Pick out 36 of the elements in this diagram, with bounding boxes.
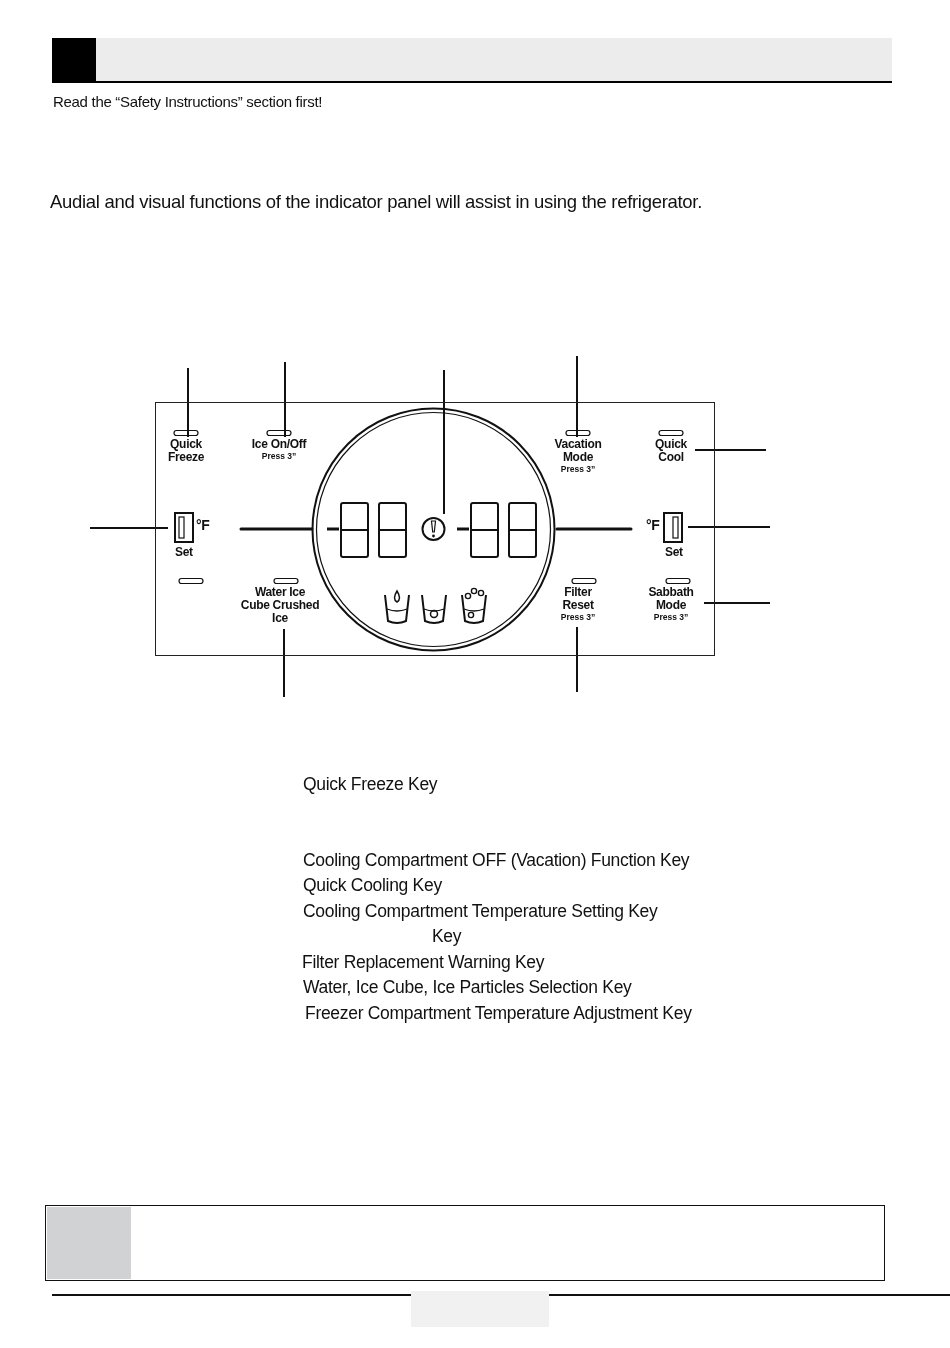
key-label: Ice On/Off	[251, 438, 307, 451]
note-text: Read the “Safety Instructions” section first!	[53, 93, 323, 110]
unit-label: °F	[196, 519, 210, 532]
control-panel	[155, 402, 715, 656]
leader-line	[89, 527, 169, 529]
key-description: Water, Ice Cube, Ice Particles Selection Key	[303, 977, 632, 998]
leader-line	[283, 628, 285, 698]
key-description: Cooling Compartment Temperature Setting Key	[303, 901, 658, 922]
key-description: Freezer Compartment Temperature Adjustment Key	[305, 1003, 692, 1024]
key-label: Vacation Mode	[553, 438, 603, 464]
hold-hint: Press 3”	[261, 451, 297, 462]
key-label: Sabbath Mode	[647, 586, 695, 612]
leader-line	[187, 367, 189, 438]
key-label: Quick Cool	[654, 438, 688, 464]
leader-line	[703, 602, 771, 604]
key-description: Cooling Compartment OFF (Vacation) Function Key	[303, 850, 690, 871]
leader-line	[576, 355, 578, 438]
key-label: Set	[665, 546, 683, 559]
key-label: Quick Freeze	[166, 438, 206, 464]
leader-line	[694, 449, 767, 451]
leader-line	[687, 526, 771, 528]
hold-hint: Press 3”	[653, 612, 689, 623]
leader-line	[443, 369, 445, 515]
unit-label: °F	[646, 519, 660, 532]
key-description: Key	[432, 926, 462, 947]
leader-line	[284, 361, 286, 438]
key-label: Filter Reset	[561, 586, 595, 612]
key-label: Water Ice Cube Crushed Ice	[239, 586, 321, 625]
hold-hint: Press 3”	[560, 612, 596, 623]
leader-line	[576, 626, 578, 693]
key-description: Quick Freeze Key	[303, 774, 438, 795]
key-description: Quick Cooling Key	[303, 875, 442, 896]
hold-hint: Press 3”	[560, 464, 596, 475]
intro-paragraph: Audial and visual functions of the indicator panel will assist in using the refrigerator.	[50, 191, 702, 213]
key-label: Set	[175, 546, 193, 559]
key-description: Filter Replacement Warning Key	[302, 952, 545, 973]
